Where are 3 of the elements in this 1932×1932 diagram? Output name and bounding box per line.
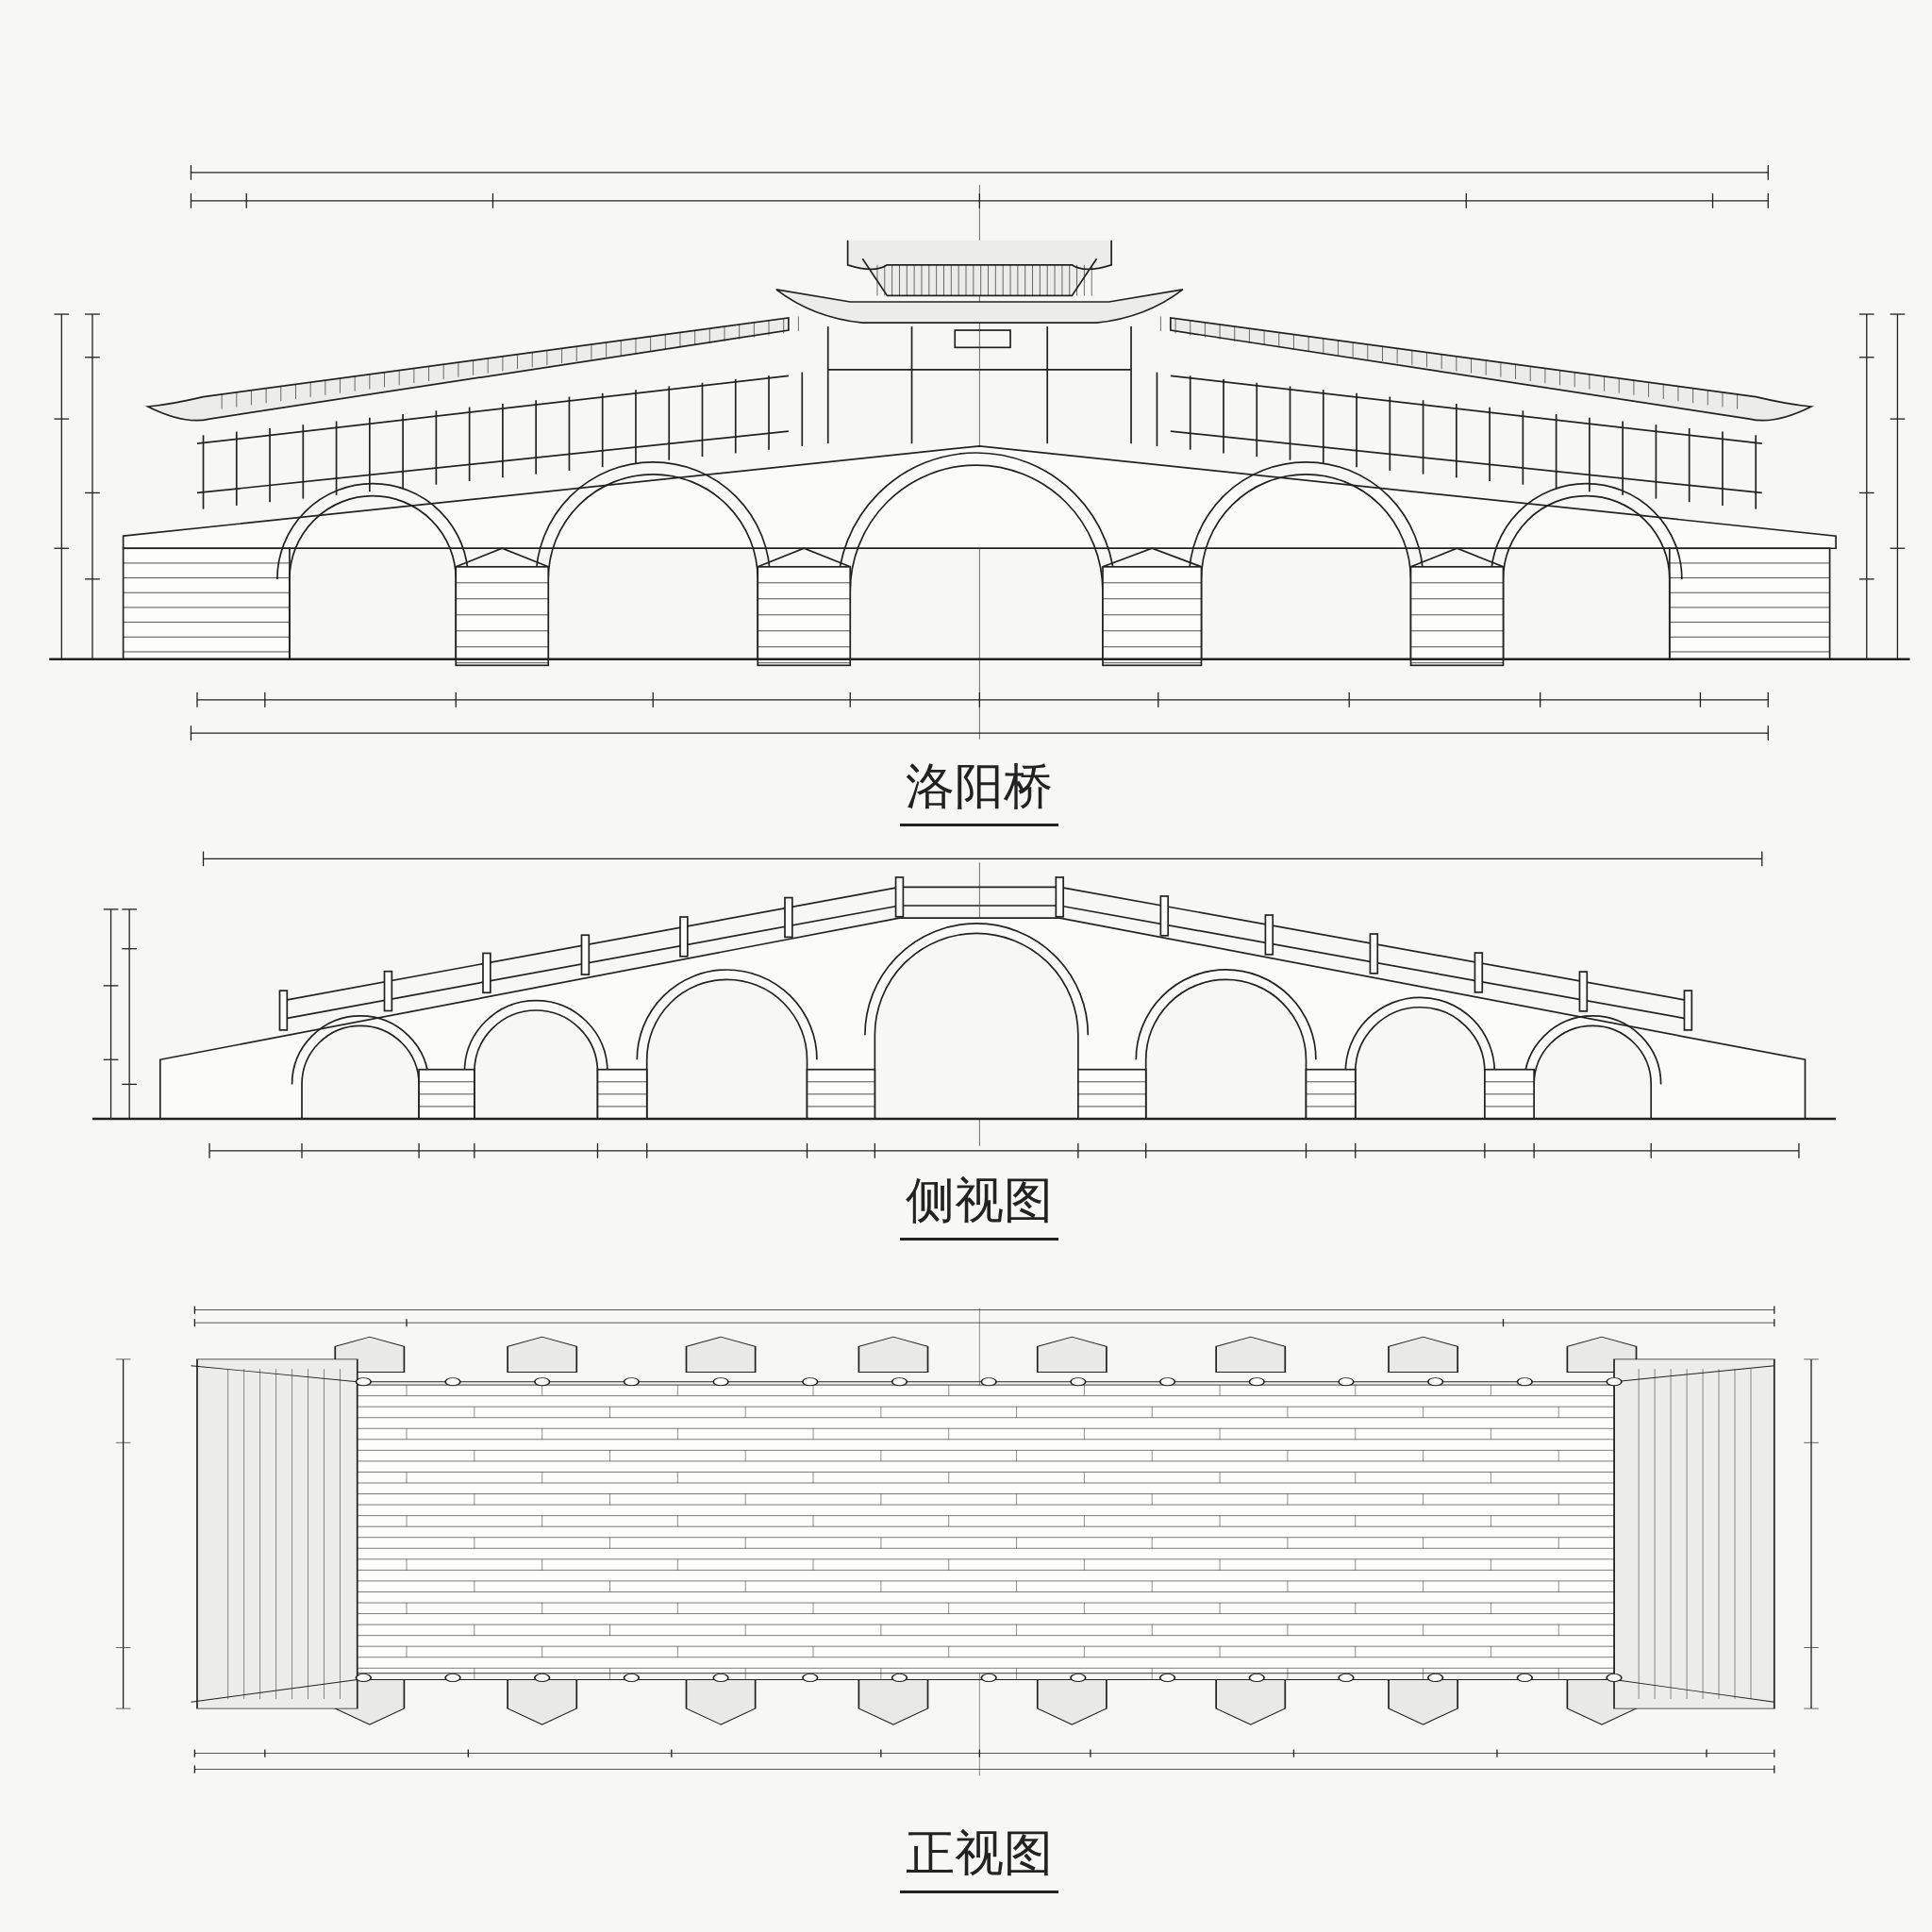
view-title: 正视图 [900,1821,1059,1894]
view-title: 侧视图 [900,1168,1059,1241]
view-title: 洛阳桥 [900,754,1059,827]
